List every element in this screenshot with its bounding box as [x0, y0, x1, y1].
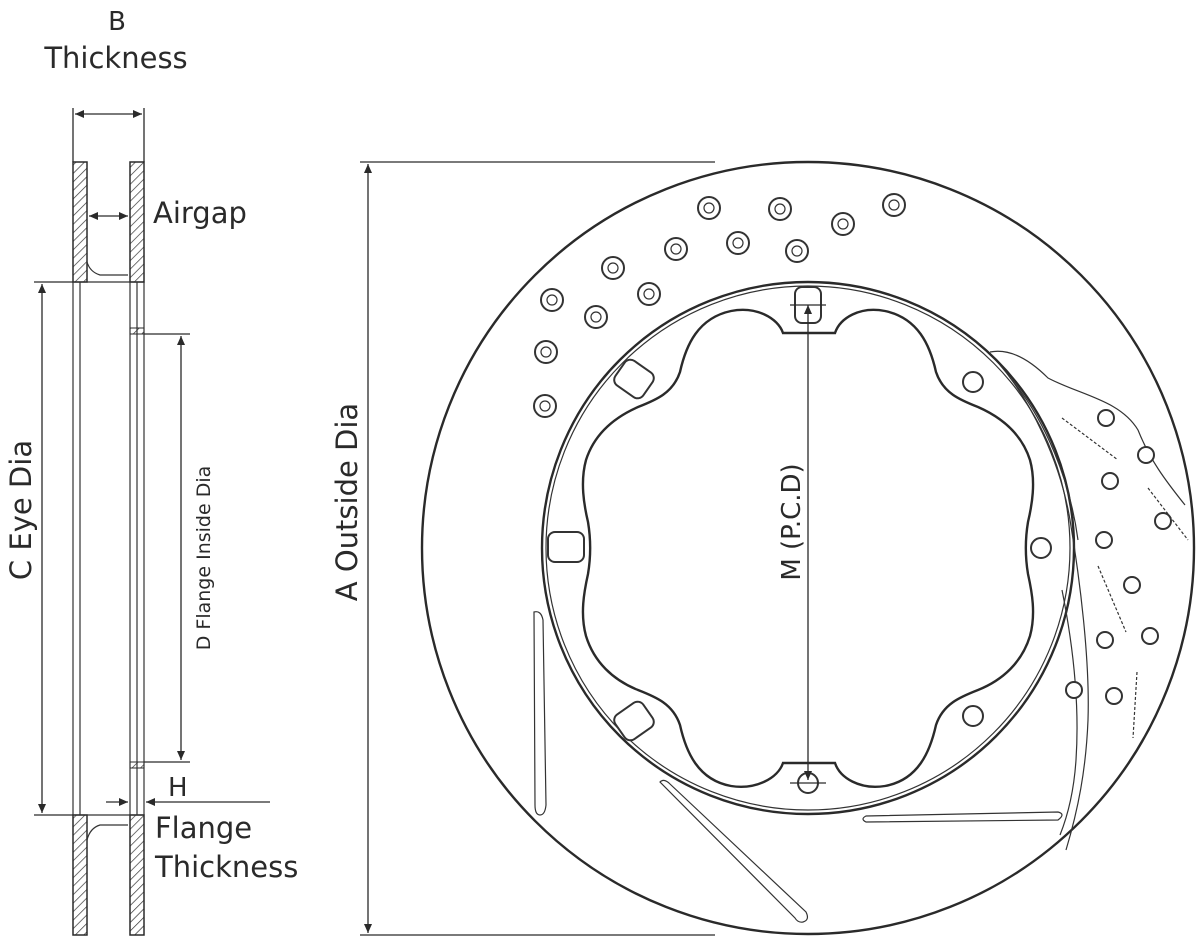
groove-slots — [533, 611, 1063, 923]
top-outer-face — [72, 161, 88, 283]
m-pcd-label: M (P.C.D) — [777, 463, 807, 580]
flange-label: Flange — [155, 811, 252, 845]
b-thickness-label: Thickness — [43, 41, 187, 75]
c-eye-dia-label: C Eye Dia — [4, 440, 38, 580]
bottom-outer-face — [72, 814, 88, 936]
front-view: A Outside Dia M (P.C.D) — [330, 160, 1196, 936]
mount-slot-left — [547, 531, 585, 563]
a-outside-dia-label: A Outside Dia — [330, 403, 364, 601]
bolt-hole-upper-right — [962, 371, 984, 393]
airgap-label: Airgap — [153, 196, 247, 230]
d-flange-inside-dia-label: D Flange Inside Dia — [193, 466, 215, 651]
bolt-hole-lower-right — [962, 705, 984, 727]
h-letter: H — [168, 773, 188, 803]
b-letter: B — [108, 7, 126, 37]
top-inner-face — [129, 161, 145, 283]
flange-scallop — [581, 308, 1035, 788]
cutaway-section — [989, 350, 1189, 851]
bottom-inner-face — [129, 814, 145, 936]
drilled-holes — [533, 193, 906, 418]
flange-thickness-label: Thickness — [154, 850, 298, 884]
bolt-hole-right — [1030, 537, 1052, 559]
outer-disc-edge — [420, 160, 1196, 936]
mount-slot-lower-left — [613, 700, 655, 742]
side-section-view: B Thickness Airgap C Eye Dia D Flange In… — [4, 7, 298, 936]
mount-slot-upper-left — [613, 358, 655, 400]
